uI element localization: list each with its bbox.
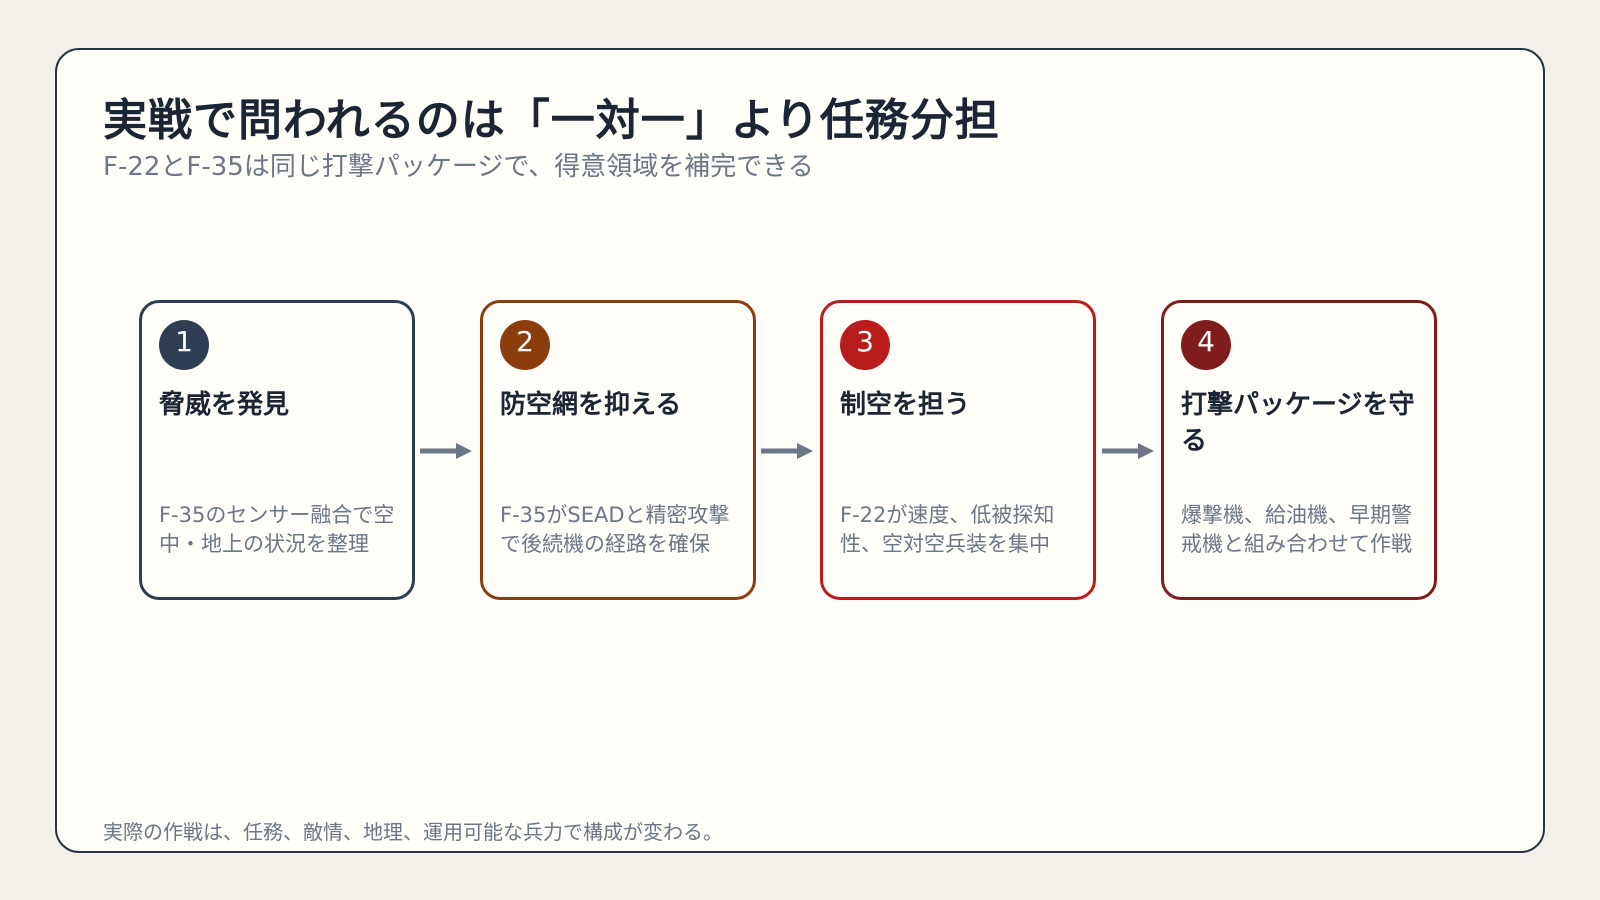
step-number-badge: 3 — [840, 320, 890, 370]
slide-title: 実戦で問われるのは「一対一」より任務分担 — [103, 95, 1000, 146]
arrow-right-icon — [761, 443, 813, 459]
step-description: F-35がSEADと精密攻撃で後続機の経路を確保 — [500, 503, 730, 556]
step-number-badge: 4 — [1181, 320, 1231, 370]
step-card-1: 1 脅威を発見 F-35のセンサー融合で空中・地上の状況を整理 — [139, 300, 415, 600]
arrow-right-icon — [1102, 443, 1154, 459]
step-title: 制空を担う — [840, 390, 971, 420]
arrow-right-icon — [420, 443, 472, 459]
step-card-3: 3 制空を担う F-22が速度、低被探知性、空対空兵装を集中 — [820, 300, 1096, 600]
step-number-badge: 2 — [500, 320, 550, 370]
step-number-badge: 1 — [159, 320, 209, 370]
step-description: 爆撃機、給油機、早期警戒機と組み合わせて作戦 — [1181, 503, 1412, 556]
step-description: F-35のセンサー融合で空中・地上の状況を整理 — [159, 503, 395, 556]
footnote: 実際の作戦は、任務、敵情、地理、運用可能な兵力で構成が変わる。 — [103, 820, 723, 844]
step-title: 打撃パッケージを守る — [1181, 390, 1415, 456]
slide-subtitle: F-22とF-35は同じ打撃パッケージで、得意領域を補完できる — [103, 152, 814, 182]
step-description: F-22が速度、低被探知性、空対空兵装を集中 — [840, 503, 1055, 556]
step-title: 防空網を抑える — [500, 390, 682, 420]
step-card-2: 2 防空網を抑える F-35がSEADと精密攻撃で後続機の経路を確保 — [480, 300, 756, 600]
step-title: 脅威を発見 — [159, 390, 290, 420]
step-card-4: 4 打撃パッケージを守る 爆撃機、給油機、早期警戒機と組み合わせて作戦 — [1161, 300, 1437, 600]
